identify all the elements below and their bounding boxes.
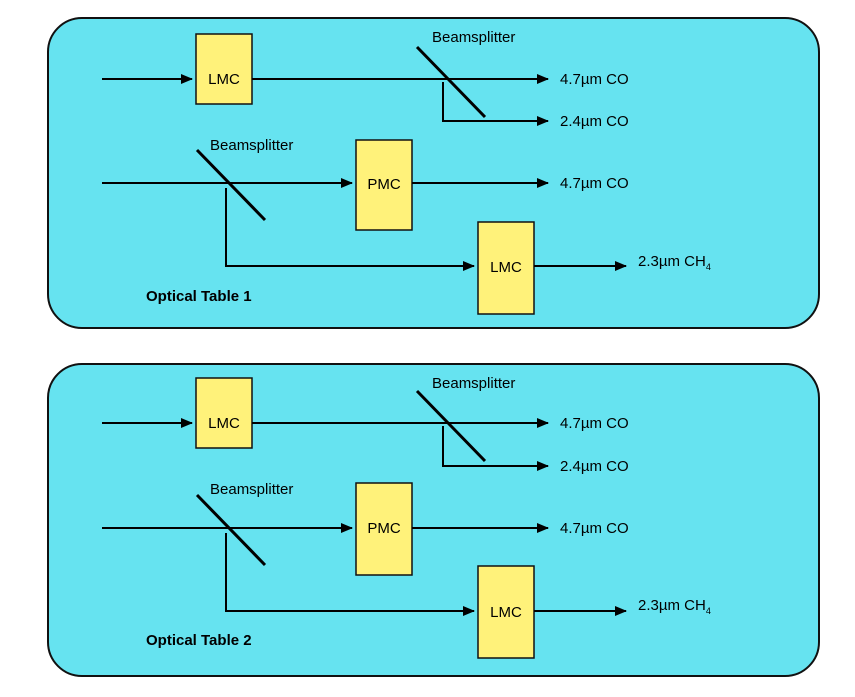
beamsplitter-mirror — [195, 148, 267, 222]
optical-table-1: LMC Beamsplitter 4.7µm CO 2.4µm CO Beams… — [47, 17, 820, 329]
lmc-box-label: LMC — [208, 415, 240, 432]
beamsplitter-label: Beamsplitter — [432, 29, 515, 46]
lmc-box — [195, 377, 253, 449]
beam-output-2 — [442, 82, 549, 126]
beam-output-2 — [442, 426, 549, 471]
table-title: Optical Table 1 — [146, 288, 252, 305]
output-label-3: 4.7µm CO — [560, 520, 629, 537]
pmc-box — [355, 139, 413, 231]
pmc-box-label: PMC — [367, 176, 401, 193]
output-label-2: 2.4µm CO — [560, 113, 629, 130]
beamsplitter-mirror — [415, 45, 487, 119]
subscript: 4 — [706, 606, 711, 616]
beamsplitter-mirror — [415, 389, 487, 463]
output-label-4: 2.3µm CH4 — [638, 253, 711, 272]
output-label-1: 4.7µm CO — [560, 415, 629, 432]
beamsplitter-mirror — [195, 493, 267, 567]
beamsplitter-label: Beamsplitter — [432, 375, 515, 392]
lmc-box — [195, 33, 253, 105]
table-title: Optical Table 2 — [146, 632, 252, 649]
output-label-1: 4.7µm CO — [560, 71, 629, 88]
lmc-box — [477, 565, 535, 659]
output-label-4: 2.3µm CH4 — [638, 597, 711, 616]
lmc-box-label: LMC — [208, 71, 240, 88]
pmc-box-label: PMC — [367, 520, 401, 537]
lmc-box — [477, 221, 535, 315]
lmc-box-label: LMC — [490, 259, 522, 276]
pmc-box — [355, 482, 413, 576]
beamsplitter-label: Beamsplitter — [210, 481, 293, 498]
beam-to-lmc-2 — [225, 188, 475, 271]
lmc-box-label: LMC — [490, 604, 522, 621]
optical-table-2: LMC Beamsplitter 4.7µm CO 2.4µm CO Beams… — [47, 363, 820, 677]
output-label-2: 2.4µm CO — [560, 458, 629, 475]
beam-to-lmc-2 — [225, 533, 475, 616]
beamsplitter-label: Beamsplitter — [210, 137, 293, 154]
subscript: 4 — [706, 262, 711, 272]
output-label-3: 4.7µm CO — [560, 175, 629, 192]
table-panel — [47, 363, 820, 677]
